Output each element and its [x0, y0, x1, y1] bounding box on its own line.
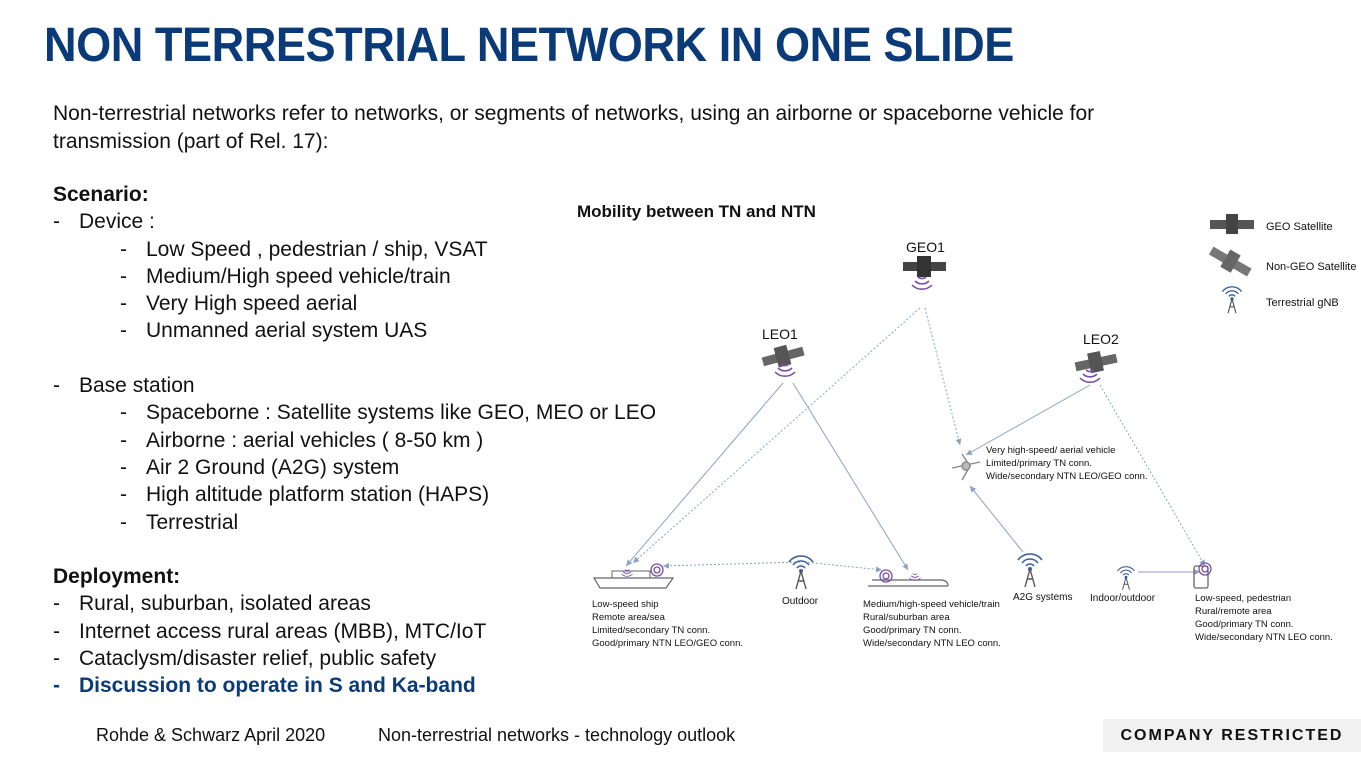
train-icon: [868, 569, 949, 587]
device-item: Very High speed aerial: [146, 292, 358, 316]
aerial-line-1: Very high-speed/ aerial vehicle: [986, 445, 1115, 456]
device-label-row: -Device :: [53, 210, 155, 234]
train-line-1: Medium/high-speed vehicle/train: [863, 599, 1000, 610]
deployment-item: Cataclysm/disaster relief, public safety: [79, 647, 437, 671]
geo1-label: GEO1: [906, 239, 945, 255]
train-line-2: Rural/suburban area: [863, 612, 950, 623]
ship-icon: [592, 563, 675, 589]
ship-line-2: Remote area/sea: [592, 612, 666, 623]
list-item: -Rural, suburban, isolated areas: [53, 592, 371, 616]
legend-geo: GEO Satellite: [1266, 221, 1333, 233]
list-item: -Spaceborne : Satellite systems like GEO…: [120, 401, 657, 425]
list-item: -Unmanned aerial system UAS: [120, 319, 428, 343]
list-item: -Air 2 Ground (A2G) system: [120, 455, 400, 479]
outdoor-label: Outdoor: [782, 596, 819, 607]
footer-doc-title: Non-terrestrial networks - technology ou…: [378, 725, 736, 745]
leo2-label: LEO2: [1083, 331, 1119, 347]
device-item: Low Speed , pedestrian / ship, VSAT: [146, 237, 488, 261]
deployment-item: Rural, suburban, isolated areas: [79, 592, 371, 616]
base-label-row: -Base station: [53, 374, 195, 398]
device-label: Device :: [79, 210, 155, 234]
ship-line-1: Low-speed ship: [592, 599, 659, 610]
base-item: Terrestrial: [146, 510, 239, 534]
list-item: -Low Speed , pedestrian / ship, VSAT: [120, 237, 488, 261]
leo1-label: LEO1: [762, 326, 798, 342]
legend-gnb: Terrestrial gNB: [1266, 297, 1339, 309]
outdoor-tower-icon: [788, 555, 814, 590]
pedestrian-line-4: Wide/secondary NTN LEO conn.: [1195, 632, 1333, 643]
base-item: Spaceborne : Satellite systems like GEO,…: [146, 401, 657, 425]
list-item: -Internet access rural areas (MBB), MTC/…: [53, 619, 487, 643]
device-item: Unmanned aerial system UAS: [146, 319, 428, 343]
device-item: Medium/High speed vehicle/train: [146, 264, 451, 288]
aerial-line-2: Limited/primary TN conn.: [986, 458, 1092, 469]
list-item: -Terrestrial: [120, 510, 239, 534]
pedestrian-line-1: Low-speed, pedestrian: [1195, 593, 1291, 604]
list-item: -Medium/High speed vehicle/train: [120, 264, 451, 288]
leo2-satellite-icon: [1074, 350, 1118, 384]
slide-title: NON TERRESTRIAL NETWORK IN ONE SLIDE: [44, 19, 1014, 72]
train-line-3: Good/primary TN conn.: [863, 625, 962, 636]
indoor-tower-icon: [1117, 566, 1135, 591]
scenario-list: Scenario: -Device : -Low Speed , pedestr…: [53, 181, 656, 700]
geo1-satellite-icon: [903, 256, 946, 291]
legend: GEO Satellite Non-GEO Satellite Terrestr…: [1208, 214, 1356, 314]
phone-icon: [1193, 562, 1212, 589]
non-geo-satellite-icon: [1208, 246, 1252, 277]
base-item: High altitude platform station (HAPS): [146, 483, 490, 507]
indoor-label: Indoor/outdoor: [1090, 593, 1156, 604]
deployment-heading: Deployment:: [53, 565, 181, 589]
train-line-4: Wide/secondary NTN LEO conn.: [863, 638, 1001, 649]
base-item: Air 2 Ground (A2G) system: [146, 455, 400, 479]
geo-satellite-icon: [1210, 214, 1254, 234]
list-item: -Cataclysm/disaster relief, public safet…: [53, 647, 437, 671]
gnb-icon: [1221, 286, 1243, 314]
legend-non-geo: Non-GEO Satellite: [1266, 261, 1356, 273]
deployment-highlight: Discussion to operate in S and Ka-band: [79, 674, 476, 698]
a2g-tower-icon: [1017, 553, 1043, 588]
company-restricted-badge: COMPANY RESTRICTED: [1103, 719, 1361, 752]
deployment-item: Internet access rural areas (MBB), MTC/I…: [79, 619, 487, 643]
list-item: -High altitude platform station (HAPS): [120, 483, 490, 507]
list-item: -Very High speed aerial: [120, 292, 358, 316]
base-label: Base station: [79, 374, 195, 398]
list-item: -Discussion to operate in S and Ka-band: [53, 674, 476, 698]
footer-company-date: Rohde & Schwarz April 2020: [96, 725, 326, 745]
links: [625, 307, 1206, 575]
diagram-title: Mobility between TN and NTN: [577, 202, 816, 221]
ship-line-3: Limited/secondary TN conn.: [592, 625, 710, 636]
intro-text: Non-terrestrial networks refer to networ…: [53, 102, 1095, 153]
base-item: Airborne : aerial vehicles ( 8-50 km ): [146, 428, 484, 452]
scenario-heading: Scenario:: [53, 183, 149, 206]
ship-line-4: Good/primary NTN LEO/GEO conn.: [592, 638, 743, 649]
pedestrian-line-3: Good/primary TN conn.: [1195, 619, 1294, 630]
list-item: -Airborne : aerial vehicles ( 8-50 km ): [120, 428, 484, 452]
pedestrian-line-2: Rural/remote area: [1195, 606, 1272, 617]
aerial-vehicle-icon: [951, 453, 981, 481]
leo1-satellite-icon: [761, 344, 805, 378]
a2g-label: A2G systems: [1013, 592, 1072, 603]
aerial-line-3: Wide/secondary NTN LEO/GEO conn.: [986, 471, 1148, 482]
